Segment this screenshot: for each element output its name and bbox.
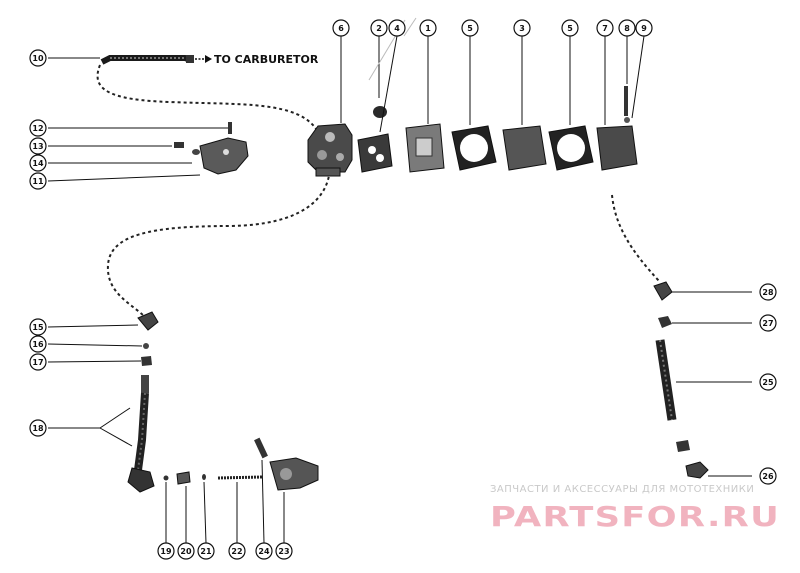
callout-label: 3 xyxy=(519,24,525,33)
fuel-line-to-carburetor xyxy=(100,55,212,65)
callout-label: 18 xyxy=(32,424,44,433)
callout-label: 14 xyxy=(32,159,44,168)
callout-27: 27 xyxy=(759,314,777,332)
callout-label: 26 xyxy=(762,472,774,481)
callout-2: 2 xyxy=(370,19,388,37)
callout-18: 18 xyxy=(29,419,47,437)
washer-21 xyxy=(202,474,206,480)
callout-20: 20 xyxy=(177,542,195,560)
fitting-26 xyxy=(685,461,709,479)
callout-label: 11 xyxy=(32,177,44,186)
callout-label: 22 xyxy=(231,547,242,556)
callout-4: 4 xyxy=(388,19,406,37)
arrow-icon xyxy=(205,55,212,63)
callout-13: 13 xyxy=(29,137,47,155)
callout-label: 28 xyxy=(762,288,774,297)
hose-25 xyxy=(655,339,677,421)
callout-24: 24 xyxy=(255,542,273,560)
callout-21: 21 xyxy=(197,542,215,560)
callout-label: 24 xyxy=(258,547,270,556)
callout-1: 1 xyxy=(419,19,437,37)
callout-26: 26 xyxy=(759,467,777,485)
nut-17 xyxy=(141,356,152,366)
valve-plate-1 xyxy=(405,123,445,173)
callout-25: 25 xyxy=(759,373,777,391)
callout-12: 12 xyxy=(29,119,47,137)
diaphragm-gasket-5b xyxy=(548,125,594,171)
screw-8 xyxy=(624,86,628,116)
callout-label: 2 xyxy=(376,24,382,33)
callout-label: 7 xyxy=(602,24,608,33)
o-ring-19 xyxy=(163,475,169,481)
fuel-line-paths xyxy=(96,64,661,321)
filter-housing-23 xyxy=(269,457,319,491)
diaphragm-gasket-5a xyxy=(451,125,497,171)
callout-10: 10 xyxy=(29,49,47,67)
diaphragm-3 xyxy=(502,125,547,171)
washer-9 xyxy=(624,117,630,123)
callout-7: 7 xyxy=(596,19,614,37)
fuel-pump-body xyxy=(307,123,353,177)
callout-6: 6 xyxy=(332,19,350,37)
clip-25 xyxy=(676,440,690,452)
callout-label: 20 xyxy=(180,547,192,556)
to-carburetor-label: TO CARBURETOR xyxy=(214,53,319,66)
callout-3: 3 xyxy=(513,19,531,37)
leader-lines xyxy=(47,17,752,544)
pump-cover-7 xyxy=(596,125,638,171)
washer-14 xyxy=(192,149,200,155)
callout-label: 23 xyxy=(278,547,289,556)
callout-label: 8 xyxy=(624,24,630,33)
callout-label: 12 xyxy=(32,124,43,133)
callout-label: 1 xyxy=(425,24,431,33)
callout-16: 16 xyxy=(29,335,47,353)
callout-28: 28 xyxy=(759,283,777,301)
callout-9: 9 xyxy=(635,19,653,37)
fitting-20 xyxy=(176,471,191,485)
bolt-13 xyxy=(174,142,184,148)
watermark-tagline: ЗАПЧАСТИ И АКСЕССУАРЫ ДЛЯ МОТОТЕХНИКИ xyxy=(490,484,754,495)
nut-27 xyxy=(658,316,672,328)
callout-label: 19 xyxy=(160,547,172,556)
callout-label: 5 xyxy=(567,24,573,33)
callout-label: 17 xyxy=(32,358,43,367)
callout-15: 15 xyxy=(29,318,47,336)
elbow-28 xyxy=(653,281,673,301)
callout-label: 5 xyxy=(467,24,473,33)
callout-5: 5 xyxy=(461,19,479,37)
callout-label: 25 xyxy=(762,378,774,387)
callout-label: 6 xyxy=(338,24,344,33)
callout-label: 15 xyxy=(32,323,44,332)
bracket-11 xyxy=(199,137,249,175)
screw-12 xyxy=(228,122,232,134)
gasket-4 xyxy=(357,133,393,173)
callout-23: 23 xyxy=(275,542,293,560)
watermark-logo: PARTSFOR.RU xyxy=(490,500,780,533)
callout-label: 9 xyxy=(641,24,647,33)
callout-label: 27 xyxy=(762,319,773,328)
callout-label: 10 xyxy=(32,54,44,63)
callout-label: 21 xyxy=(200,547,212,556)
callout-8: 8 xyxy=(618,19,636,37)
callout-19: 19 xyxy=(157,542,175,560)
elbow-fitting-15 xyxy=(137,311,159,331)
callout-17: 17 xyxy=(29,353,47,371)
callout-label: 16 xyxy=(32,340,44,349)
callout-label: 13 xyxy=(32,142,43,151)
hose-18 xyxy=(127,375,155,493)
washer-16 xyxy=(143,343,149,349)
callout-22: 22 xyxy=(228,542,246,560)
bolt-24 xyxy=(254,437,268,459)
callout-5: 5 xyxy=(561,19,579,37)
check-valve-2 xyxy=(373,106,387,118)
filter-element-22 xyxy=(217,475,263,480)
callout-14: 14 xyxy=(29,154,47,172)
callout-11: 11 xyxy=(29,172,47,190)
callout-label: 4 xyxy=(394,24,400,33)
hose-clamp-icon xyxy=(186,55,194,63)
